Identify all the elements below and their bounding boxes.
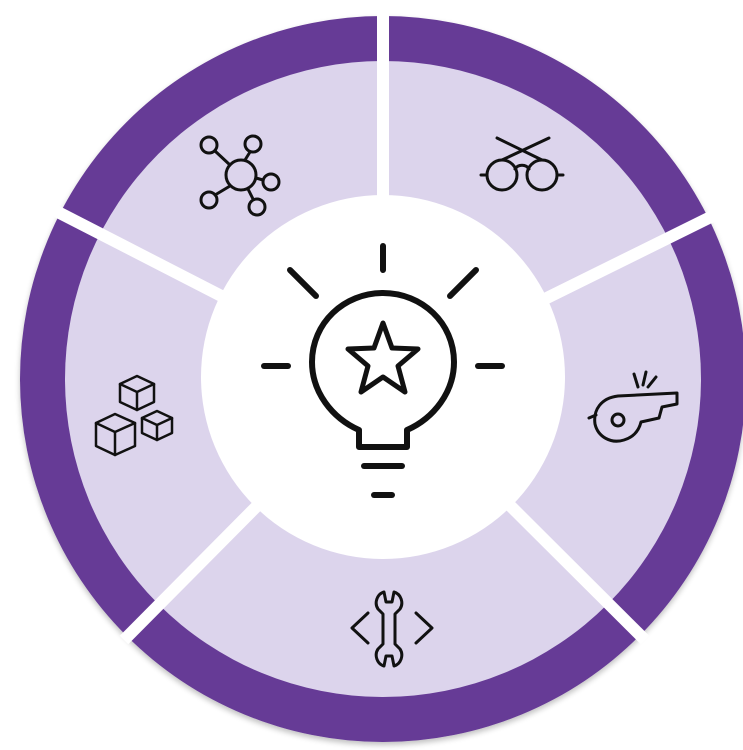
glasses-icon bbox=[479, 136, 565, 192]
network-hub-icon bbox=[199, 134, 281, 217]
cubes-icon bbox=[94, 374, 174, 457]
lightbulb-star-icon bbox=[261, 243, 505, 498]
wrench-code-icon bbox=[350, 590, 434, 668]
whistle-icon bbox=[587, 370, 679, 443]
